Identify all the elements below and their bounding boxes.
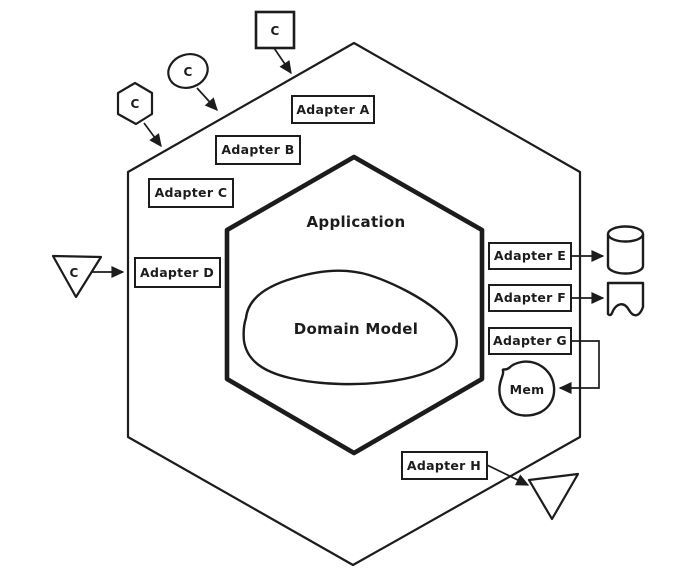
triangle-c-label: C [69, 266, 78, 280]
adapter-h-box: Adapter H [401, 451, 488, 480]
adapter-g-box: Adapter G [488, 327, 572, 355]
domain-model-blob [242, 269, 458, 386]
hexagon-c-label: C [130, 97, 139, 111]
adapter-d-label: Adapter D [140, 265, 214, 280]
mem-blob [498, 360, 556, 417]
ellipse-c-arrow [196, 87, 218, 112]
square-c-arrow [273, 47, 292, 75]
adapter-a-box: Adapter A [291, 95, 375, 124]
adapter-c-label: Adapter C [155, 185, 228, 200]
adapter-b-rect [215, 135, 301, 165]
adapter-e-box: Adapter E [488, 242, 572, 270]
adapter-b-label: Adapter B [221, 142, 294, 157]
mem-label: Mem [510, 382, 545, 397]
mem-store: Mem [498, 360, 556, 417]
domain-model-label: Domain Model [294, 320, 418, 338]
adapter-g-label: Adapter G [493, 333, 567, 348]
client-square-c: C [254, 10, 296, 50]
application-label: Application [307, 213, 406, 231]
adapter-a-rect [291, 95, 375, 124]
ellipse-c-label: C [183, 65, 192, 79]
database-cylinder-body [606, 234, 645, 275]
adapter-e-label: Adapter E [494, 248, 566, 263]
adapter-d-rect [134, 257, 221, 288]
adapter-a-label: Adapter A [296, 102, 369, 117]
adapter-f-box: Adapter F [488, 284, 572, 312]
adapter-b-box: Adapter B [215, 135, 301, 165]
adapter-h-arrow [486, 464, 530, 486]
client-hexagon-c: C [116, 81, 154, 126]
adapter-c-box: Adapter C [148, 178, 234, 208]
output-triangle-icon [527, 472, 580, 521]
hexagon-c-arrow [143, 122, 162, 148]
hexagon-c-shape [116, 81, 154, 126]
application-hexagon [224, 154, 485, 456]
triangle-c-shape [51, 254, 103, 299]
adapter-c-rect [148, 178, 234, 208]
client-ellipse-c: C [167, 53, 209, 89]
adapter-g-connector [558, 340, 600, 394]
adapter-e-rect [488, 242, 572, 270]
outer-hexagon [126, 41, 582, 567]
client-triangle-c: C [51, 254, 103, 299]
ellipse-c-shape [167, 53, 209, 89]
adapter-d-box: Adapter D [134, 257, 221, 288]
database-cylinder-top [606, 225, 645, 243]
adapter-h-rect [401, 451, 488, 480]
document-icon [606, 281, 645, 317]
square-c-label: C [270, 24, 279, 38]
adapter-f-label: Adapter F [494, 290, 566, 305]
database-cylinder-icon [606, 225, 645, 275]
adapter-h-label: Adapter H [407, 458, 481, 473]
adapter-f-rect [488, 284, 572, 312]
